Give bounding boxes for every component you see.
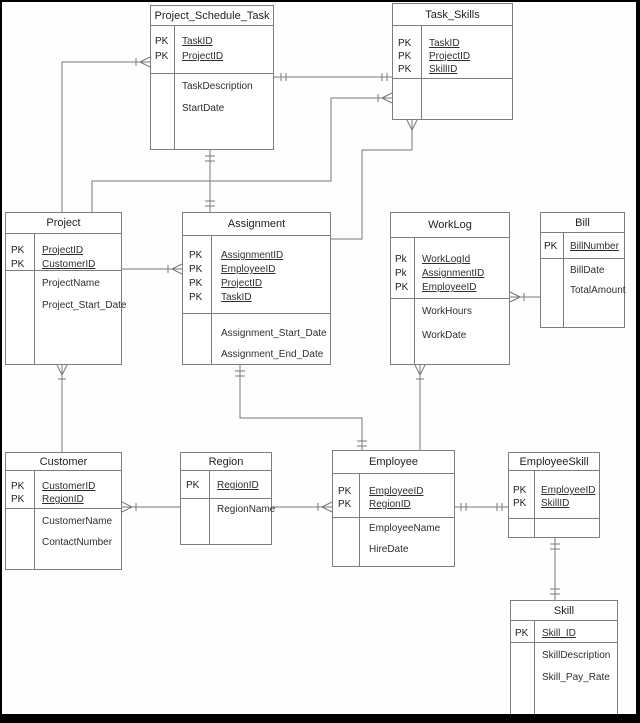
entity-project-schedule-task[interactable]: Project_Schedule_Task PK PK TaskID Proje… (150, 5, 274, 150)
pk-tags: PK PK (513, 485, 527, 509)
key-column-divider (421, 26, 422, 119)
pk-tags: PK PK (338, 486, 352, 510)
pk-names: WorkLogId AssignmentID EmployeeID (422, 254, 485, 293)
attributes: SkillDescription Skill_Pay_Rate (542, 650, 611, 683)
attributes: RegionName (217, 504, 276, 515)
entity-title: Project_Schedule_Task (151, 6, 273, 26)
section-divider (509, 518, 599, 519)
key-column-divider (534, 621, 535, 717)
section-divider (183, 313, 330, 314)
pk-names: RegionID (217, 480, 259, 491)
frame-left (0, 0, 2, 723)
entity-title: Region (181, 453, 271, 471)
key-column-divider (534, 471, 535, 537)
entity-title: Bill (541, 213, 624, 233)
pk-tags: PK (186, 480, 200, 491)
section-divider (151, 73, 273, 74)
entity-customer[interactable]: Customer PK PK CustomerID RegionID Custo… (5, 452, 122, 570)
pk-names: TaskID ProjectID SkillID (429, 38, 471, 75)
pk-names: TaskID ProjectID (182, 36, 224, 62)
entity-skill[interactable]: Skill PK Skill_ID SkillDescription Skill… (510, 600, 618, 718)
entity-title: WorkLog (391, 213, 509, 238)
entity-title: Customer (6, 453, 121, 471)
pk-tags: PK PK (11, 245, 25, 270)
pk-names: ProjectID CustomerID (42, 245, 96, 270)
pk-tags: PK (515, 628, 529, 639)
attributes: TaskDescription StartDate (182, 81, 253, 114)
key-column-divider (174, 26, 175, 149)
section-divider (333, 517, 454, 518)
pk-tags: Pk Pk PK (395, 254, 409, 293)
key-column-divider (211, 236, 212, 364)
section-divider (393, 78, 512, 79)
frame-right (636, 0, 640, 723)
pk-names: BillNumber (570, 241, 619, 252)
entity-title: Employee (333, 451, 454, 474)
pk-names: Skill_ID (542, 628, 576, 639)
entity-project[interactable]: Project PK PK ProjectID CustomerID Proje… (5, 212, 127, 365)
key-column-divider (563, 233, 564, 327)
entity-assignment[interactable]: Assignment PK PK PK PK AssignmentID Empl… (182, 212, 331, 365)
pk-names: EmployeeID SkillID (541, 485, 596, 509)
key-column-divider (414, 238, 415, 364)
attributes: ProjectName Project_Start_Date (42, 278, 127, 311)
key-column-divider (34, 234, 35, 364)
attributes: BillDate TotalAmount (570, 265, 626, 296)
frame-bottom (0, 714, 640, 723)
key-column-divider (359, 474, 360, 566)
attributes: EmployeeName HireDate (369, 523, 441, 555)
pk-tags: PK PK (11, 481, 25, 505)
key-column-divider (209, 471, 210, 544)
entity-title: Skill (511, 601, 617, 621)
attributes: CustomerName ContactNumber (42, 516, 113, 548)
section-divider (541, 258, 624, 259)
entity-employeeskill[interactable]: EmployeeSkill PK PK EmployeeID SkillID (508, 452, 600, 538)
attributes: Assignment_Start_Date Assignment_End_Dat… (221, 328, 327, 360)
section-divider (391, 298, 509, 299)
pk-tags: PK PK PK PK (189, 250, 203, 303)
entity-region[interactable]: Region PK RegionID RegionName (180, 452, 276, 545)
pk-names: CustomerID RegionID (42, 481, 96, 505)
frame-top (0, 0, 640, 2)
pk-tags: PK PK PK (398, 38, 412, 75)
entity-title: EmployeeSkill (509, 453, 599, 471)
attributes: WorkHours WorkDate (422, 306, 472, 341)
entity-employee[interactable]: Employee PK PK EmployeeID RegionID Emplo… (332, 450, 455, 567)
section-divider (181, 498, 271, 499)
section-divider (6, 270, 121, 271)
entity-task-skills[interactable]: Task_Skills PK PK PK TaskID ProjectID Sk… (392, 3, 513, 120)
entity-worklog[interactable]: WorkLog Pk Pk PK WorkLogId AssignmentID … (390, 212, 510, 365)
entity-title: Task_Skills (393, 4, 512, 26)
entity-title: Assignment (183, 213, 330, 236)
pk-tags: PK (544, 241, 558, 252)
key-column-divider (34, 471, 35, 569)
pk-tags: PK PK (155, 36, 169, 62)
entity-title: Project (6, 213, 121, 234)
section-divider (511, 642, 617, 643)
entity-bill[interactable]: Bill PK BillNumber BillDate TotalAmount (540, 212, 626, 328)
pk-names: EmployeeID RegionID (369, 486, 424, 510)
section-divider (6, 508, 121, 509)
pk-names: AssignmentID EmployeeID ProjectID TaskID (221, 250, 284, 303)
